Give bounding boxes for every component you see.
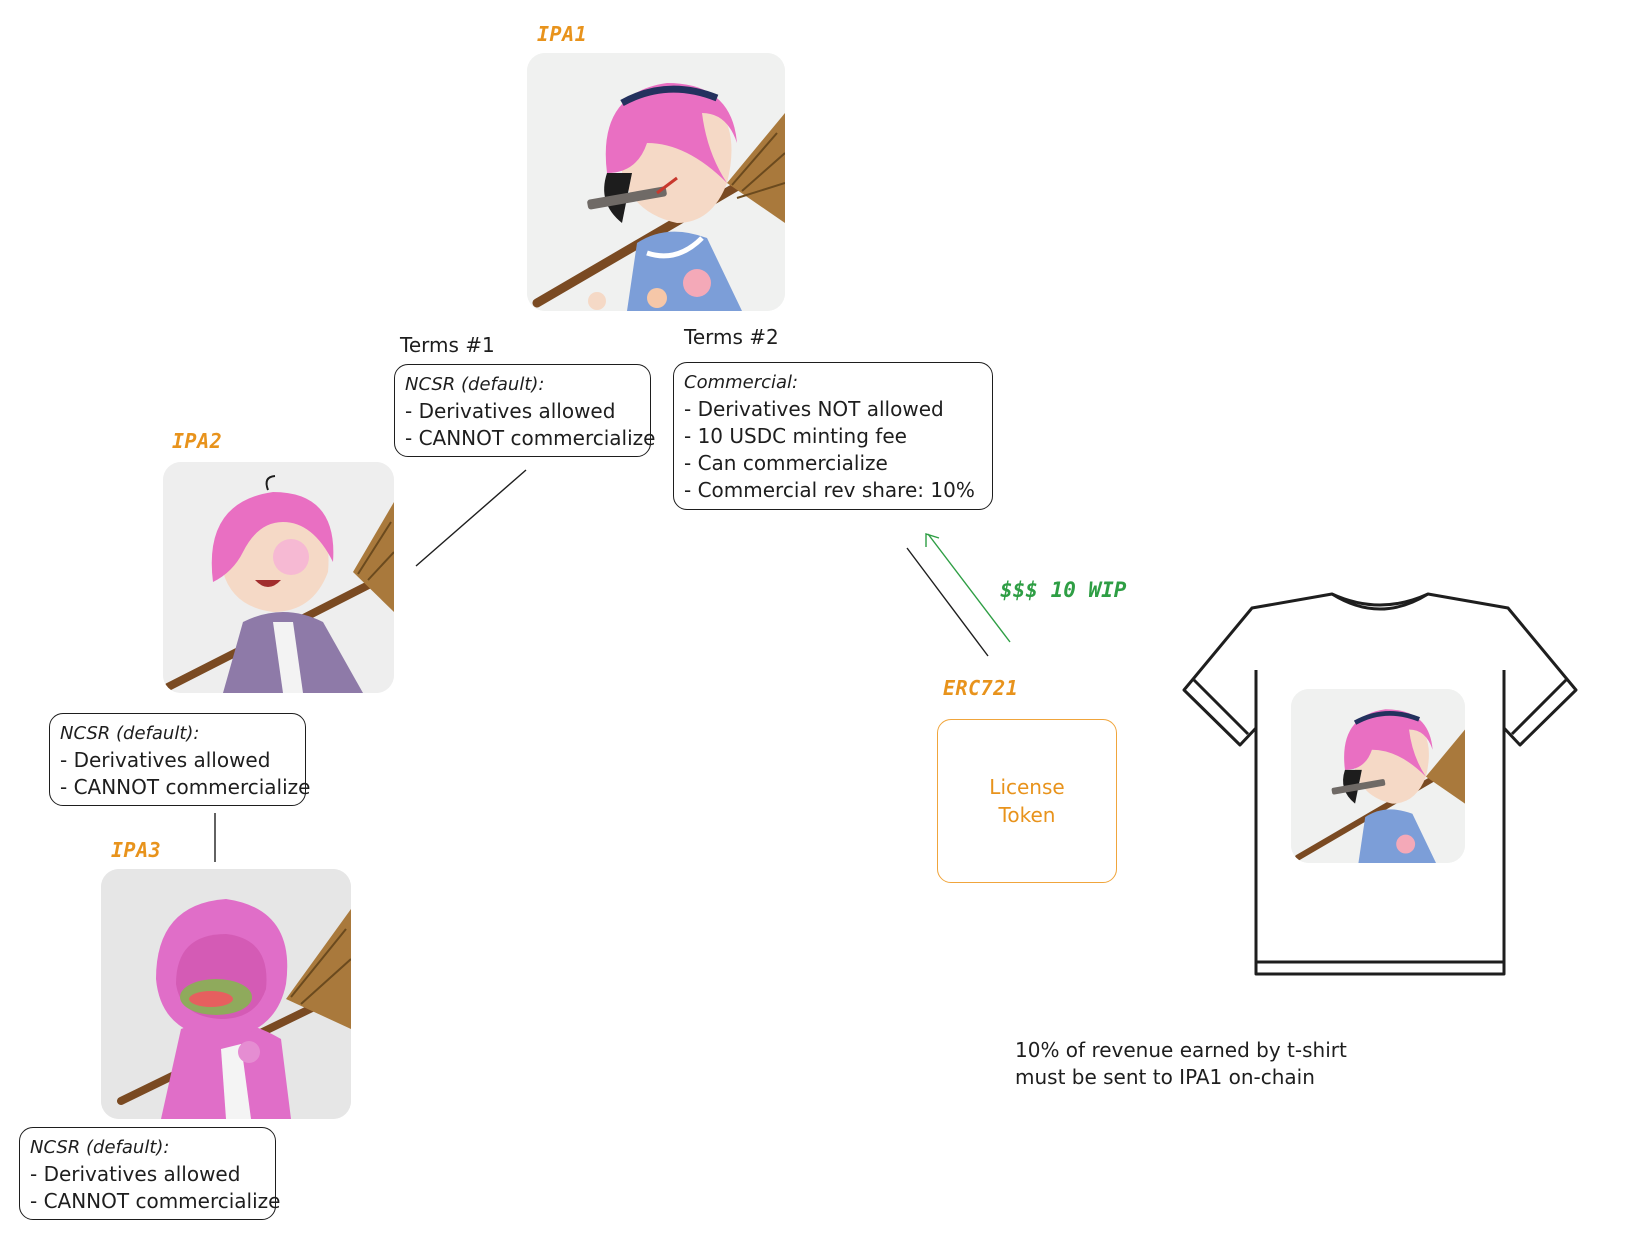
connector-terms2-erc721 <box>906 547 989 657</box>
anime-girl-broom-illustration <box>1291 689 1465 863</box>
ipa3-terms-line: - CANNOT commercialize <box>30 1189 281 1213</box>
anime-girl-broom-illustration <box>163 462 394 693</box>
ipa2-image <box>163 462 394 693</box>
terms2-heading: Terms #2 <box>684 325 779 349</box>
ipa2-terms-line: - Derivatives allowed <box>60 748 271 772</box>
connector-terms1-ipa2 <box>415 469 527 567</box>
payment-arrow <box>927 533 1011 643</box>
terms2-line: - Can commercialize <box>684 451 888 475</box>
license-token-box: License Token <box>937 719 1117 883</box>
ipa2-terms-title: NCSR (default): <box>60 723 200 744</box>
payment-arrow-head <box>925 533 940 547</box>
anime-girl-broom-illustration <box>527 53 785 311</box>
t-shirt-print-image <box>1291 689 1465 863</box>
terms1-box: NCSR (default): - Derivatives allowed - … <box>394 364 656 457</box>
ipa3-terms-title: NCSR (default): <box>30 1137 170 1158</box>
terms1-line: - CANNOT commercialize <box>405 426 656 450</box>
terms1-heading: Terms #1 <box>400 333 495 357</box>
ipa1-label: IPA1 <box>537 22 588 46</box>
terms1-line: - Derivatives allowed <box>405 399 616 423</box>
ipa2-label: IPA2 <box>172 429 223 453</box>
ipa3-terms-box: NCSR (default): - Derivatives allowed - … <box>19 1127 281 1220</box>
ipa1-image <box>527 53 785 311</box>
payment-label: $$$ 10 WIP <box>1000 578 1127 602</box>
terms1-title: NCSR (default): <box>405 374 545 395</box>
terms2-line: - 10 USDC minting fee <box>684 424 907 448</box>
ipa3-image <box>101 869 351 1119</box>
revenue-note-line: 10% of revenue earned by t-shirt <box>1015 1038 1347 1062</box>
erc721-label: ERC721 <box>943 676 1019 700</box>
terms2-line: - Commercial rev share: 10% <box>684 478 975 502</box>
license-token-line: License <box>989 775 1065 799</box>
ipa3-terms-line: - Derivatives allowed <box>30 1162 241 1186</box>
terms2-title: Commercial: <box>684 372 799 393</box>
terms2-line: - Derivatives NOT allowed <box>684 397 944 421</box>
hooded-figure-illustration <box>101 869 351 1119</box>
revenue-note-line: must be sent to IPA1 on-chain <box>1015 1065 1315 1089</box>
revenue-note: 10% of revenue earned by t-shirt must be… <box>1015 1037 1347 1091</box>
license-token-line: Token <box>998 803 1056 827</box>
ipa2-terms-box: NCSR (default): - Derivatives allowed - … <box>49 713 311 806</box>
ipa2-terms-line: - CANNOT commercialize <box>60 775 311 799</box>
ipa3-label: IPA3 <box>111 838 162 862</box>
terms2-box: Commercial: - Derivatives NOT allowed - … <box>673 362 993 510</box>
